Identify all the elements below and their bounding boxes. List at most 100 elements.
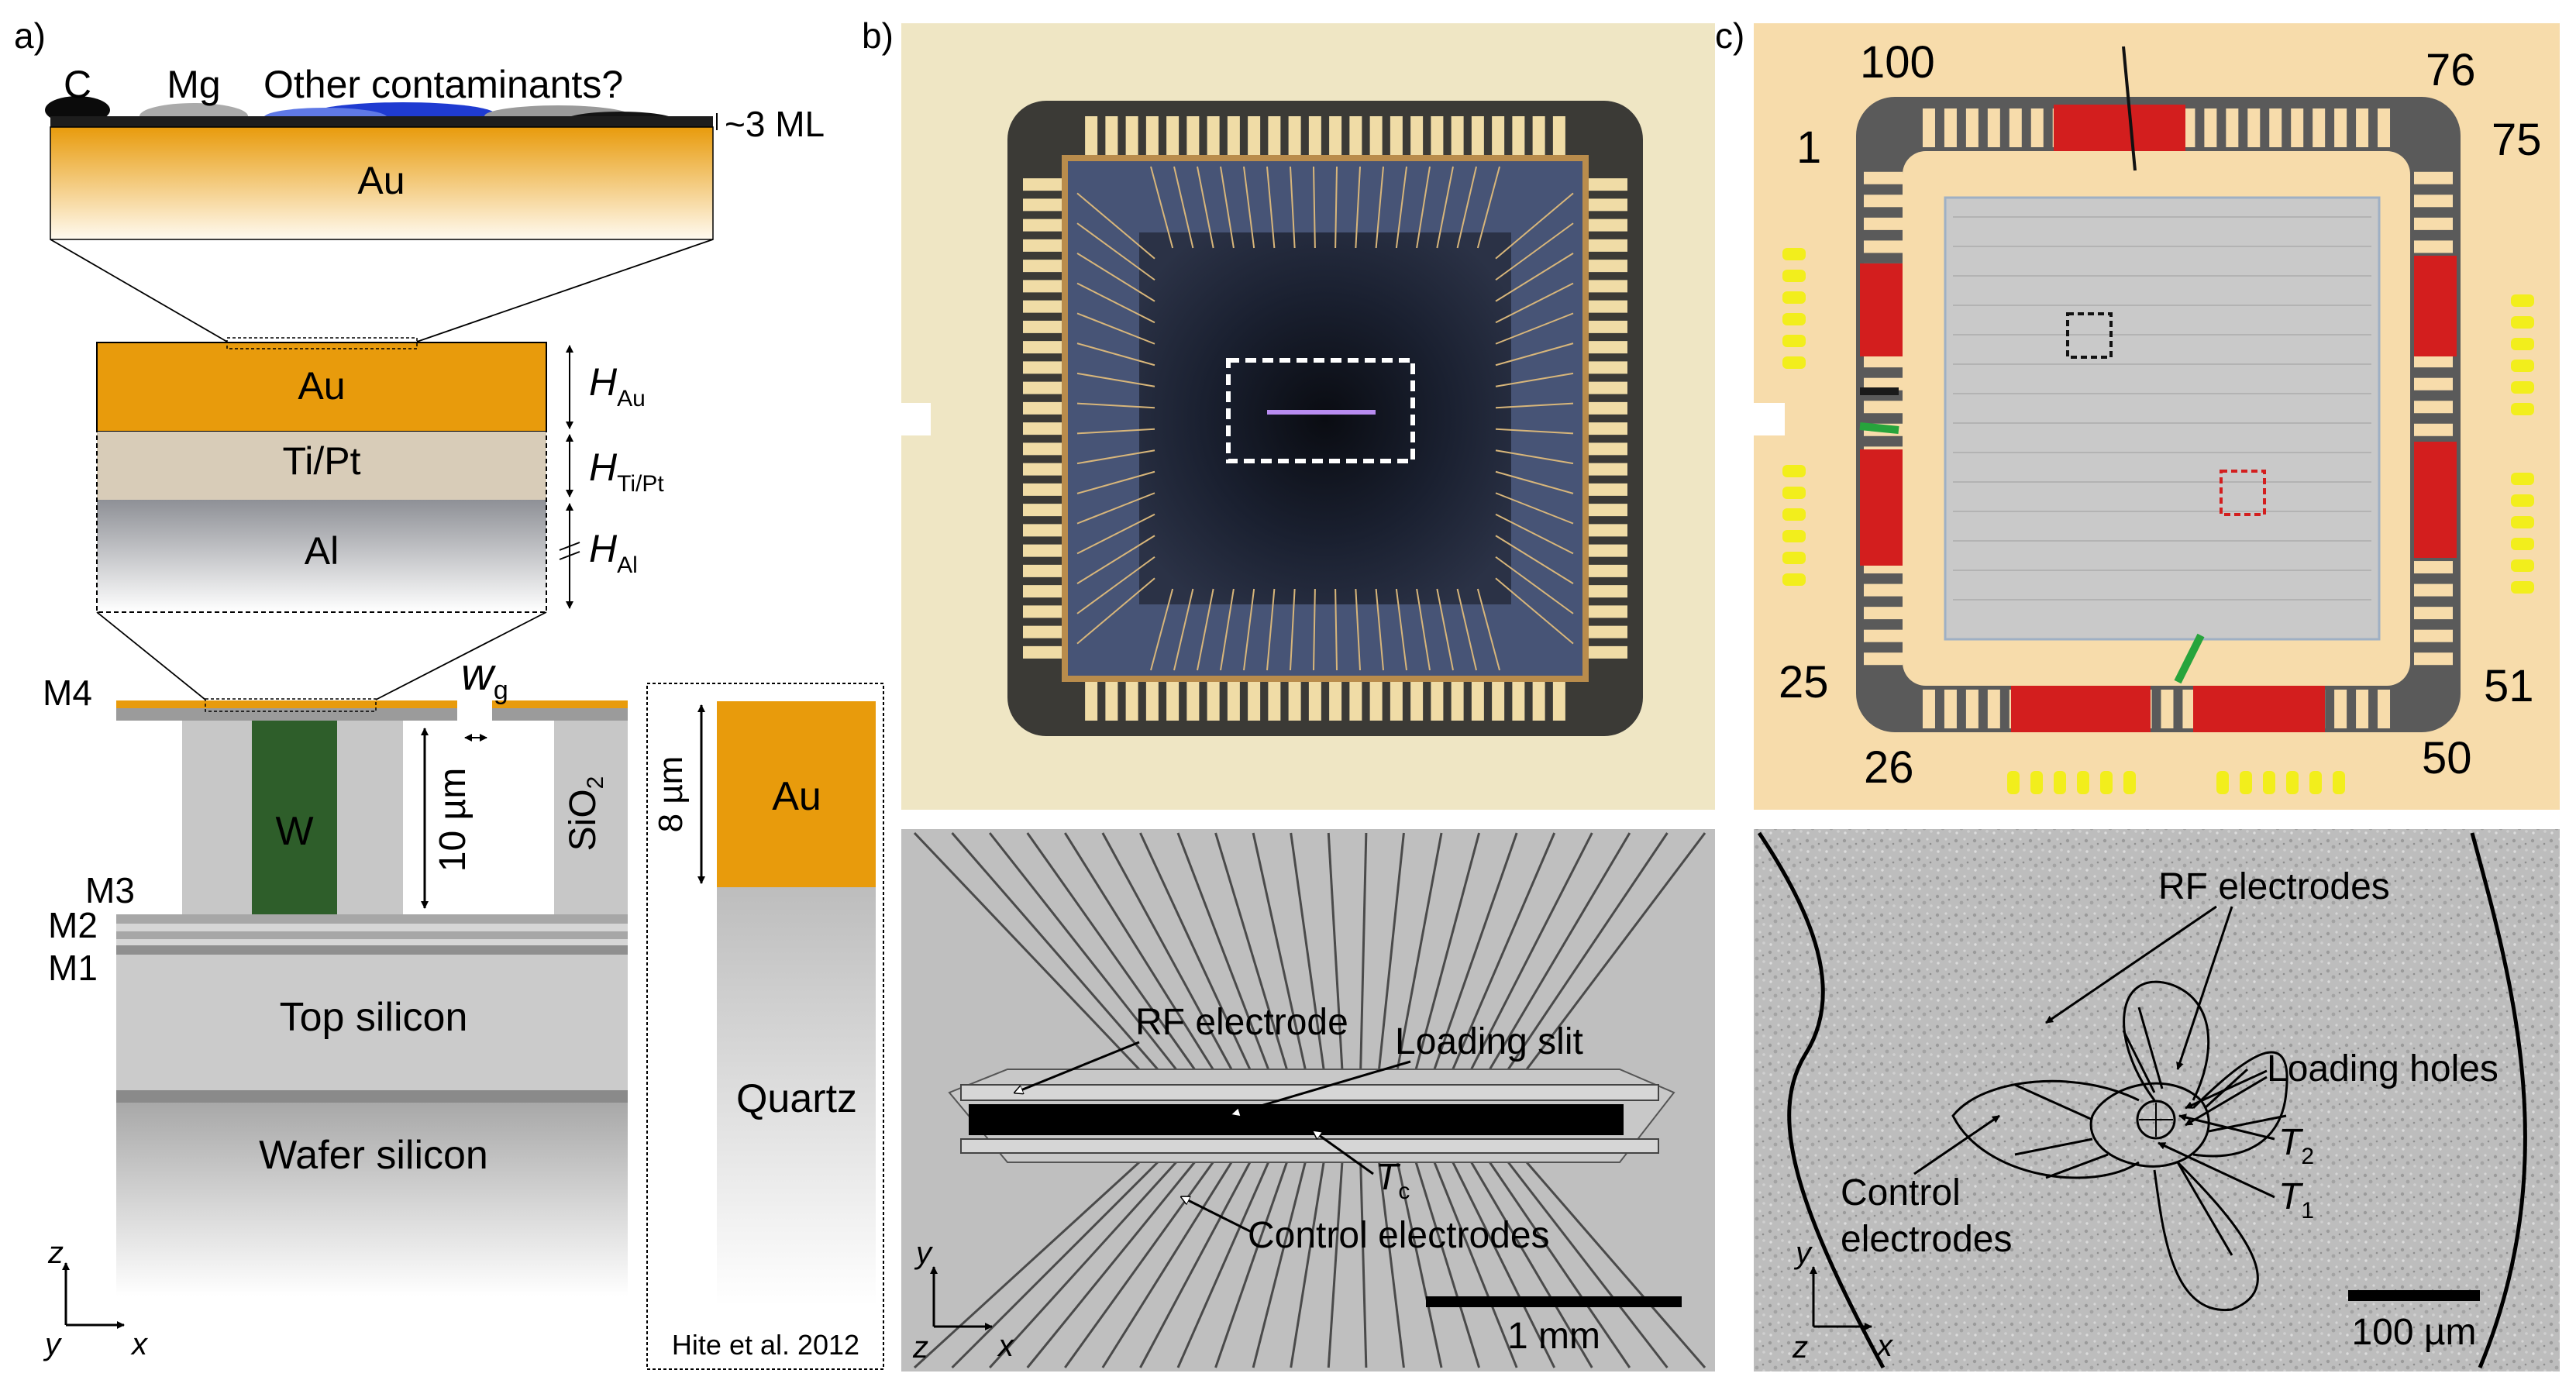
pad-c — [2030, 108, 2044, 147]
label-scale-b: 1 mm — [1507, 1316, 1600, 1357]
trap-electrodes-c — [1951, 980, 2288, 1311]
bond-pad — [1582, 401, 1627, 415]
electrode-line — [1507, 832, 1669, 1070]
wire-tag — [2007, 771, 2020, 794]
electrode-line — [1101, 832, 1233, 1070]
wire-bond — [1495, 222, 1574, 281]
bond-pad — [1085, 116, 1098, 161]
contaminant-layer — [50, 116, 713, 127]
bond-pad — [1369, 116, 1383, 161]
bond-pad — [1329, 116, 1342, 161]
panel-a: a) C Mg Other contaminants? ~3 ML Au Au … — [14, 15, 884, 1370]
panel-b-bottom: + RF electrode Loading slit Tc Control e… — [901, 829, 1715, 1372]
pad-c — [2414, 583, 2453, 597]
bond-pad — [1329, 676, 1342, 721]
label-t2: T2 — [2278, 1122, 2314, 1169]
electrode-line — [1489, 1162, 1631, 1368]
wire-bond — [1290, 588, 1296, 671]
bond-pad — [1582, 280, 1627, 293]
bond-pads-b — [1023, 116, 1627, 721]
wire-bond — [1495, 492, 1574, 525]
label-t1: T1 — [2278, 1176, 2314, 1224]
wire-tag — [1782, 573, 1806, 586]
wire-tag — [2333, 771, 2345, 794]
wire-tag — [1782, 508, 1806, 521]
pad-c — [2182, 690, 2195, 728]
label-h-au: HAu — [589, 360, 646, 411]
wire-bond — [1436, 166, 1454, 249]
electrode-line — [1214, 832, 1288, 1070]
pad-c — [1922, 690, 1935, 728]
wire-bond — [1476, 588, 1500, 671]
green-trace — [2174, 633, 2205, 684]
wire-tag — [2511, 316, 2534, 329]
electrode-line — [913, 1161, 1141, 1369]
pad-c — [2378, 108, 2391, 147]
bond-pad — [1248, 676, 1261, 721]
pad-c — [2378, 690, 2391, 728]
bond-pad — [1145, 116, 1159, 161]
wire-tag — [2511, 559, 2534, 572]
wire-bond — [1456, 588, 1477, 671]
bond-pad — [1023, 625, 1068, 638]
pad-c — [1965, 690, 1978, 728]
bond-pad — [1288, 116, 1301, 161]
axis-c-y: y — [1793, 1236, 1813, 1270]
bond-pad — [1532, 676, 1545, 721]
red-pad-group — [1860, 263, 1903, 356]
wire-tag — [1782, 248, 1806, 260]
m1-layer — [116, 945, 628, 955]
wire-tag — [2511, 381, 2534, 394]
axis-c-x: x — [1875, 1329, 1894, 1363]
bond-pad — [1390, 116, 1403, 161]
au-zoom-block — [50, 126, 714, 240]
bond-pad — [1105, 116, 1118, 161]
electrode-line — [1064, 832, 1214, 1070]
pad-c — [2313, 108, 2326, 147]
wire-tag — [2511, 473, 2534, 485]
label-wg: wg — [461, 649, 508, 705]
bond-pad — [1410, 676, 1424, 721]
bond-pad — [1023, 178, 1068, 191]
bond-pad — [1268, 676, 1281, 721]
wire-bond — [1076, 342, 1155, 367]
pin-26: 26 — [1864, 742, 1914, 793]
bond-pad — [1023, 300, 1068, 313]
axis-c-z: z — [1792, 1330, 1808, 1365]
gap-wg — [457, 697, 492, 724]
bond-pad — [1023, 280, 1068, 293]
axis-a-z: z — [47, 1236, 64, 1270]
label-citation: Hite et al. 2012 — [672, 1329, 859, 1361]
bond-pad — [1248, 116, 1261, 161]
bond-pad — [1288, 676, 1301, 721]
wire-bond — [1266, 166, 1276, 249]
wire-bond — [1355, 588, 1361, 671]
label-rf-electrode: RF electrode — [1135, 1002, 1348, 1043]
bond-pad — [1582, 361, 1627, 374]
bond-pad — [1023, 483, 1068, 496]
bond-pad — [1582, 300, 1627, 313]
bond-pad — [1431, 116, 1444, 161]
panel-label-a: a) — [14, 15, 46, 56]
wire-tag — [2216, 771, 2229, 794]
wire-bonds-b — [1076, 166, 1574, 671]
bond-pad — [1582, 442, 1627, 456]
label-h-tipt: HTi/Pt — [589, 446, 664, 497]
axis-b-y: y — [914, 1236, 934, 1270]
wire-tag — [2054, 771, 2066, 794]
wire-bond — [1076, 470, 1155, 494]
electrode-line — [1327, 1162, 1344, 1368]
bond-pad — [1023, 564, 1068, 577]
red-pad-group — [2414, 256, 2457, 356]
wire-bond — [1476, 166, 1500, 249]
wire-bond — [1495, 402, 1574, 409]
pad-c — [1987, 690, 2000, 728]
wire-bond — [1313, 588, 1316, 671]
electrode-line — [913, 831, 1141, 1071]
wire-tag — [2077, 771, 2089, 794]
bond-pad — [1582, 260, 1627, 273]
marker-black-c — [2066, 312, 2113, 359]
bond-pad — [1085, 676, 1098, 721]
wire-tag — [1782, 465, 1806, 477]
wire-bond — [1220, 166, 1235, 249]
